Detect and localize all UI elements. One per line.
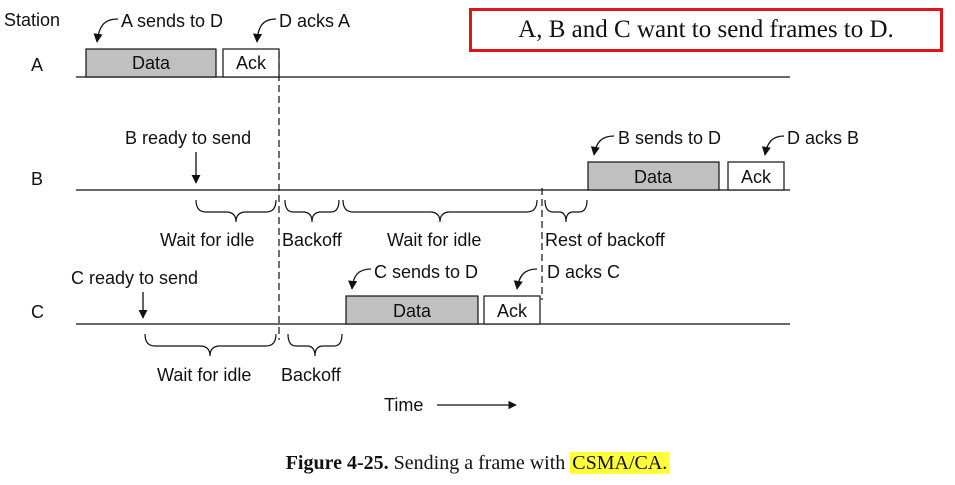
- time-axis-label: Time: [384, 395, 423, 415]
- station-a-ack-label: Ack: [236, 53, 267, 73]
- station-b-ack-label: Ack: [741, 167, 772, 187]
- station-a-data-frame: [85, 48, 217, 78]
- b-backoff-brace: [284, 199, 340, 223]
- d-acks-c-annotation: D acks C: [547, 262, 620, 282]
- c-sends-annotation: C sends to D: [374, 262, 478, 282]
- station-c-ack-frame: [483, 295, 541, 325]
- d-acks-a-annotation: D acks A: [279, 11, 350, 31]
- scenario-note-box: A, B and C want to send frames to D.: [469, 8, 943, 52]
- caption-text: Sending a frame with: [393, 452, 566, 474]
- station-c-label: C: [31, 302, 44, 322]
- figure-caption: Figure 4-25. Sending a frame with CSMA/C…: [0, 452, 955, 475]
- station-column-label: Station: [4, 10, 60, 30]
- d-acks-b-arrow: [761, 135, 785, 156]
- d-acks-c-arrow: [513, 268, 538, 290]
- b-wait-brace: [195, 199, 277, 223]
- caption-highlight: CSMA/CA.: [570, 452, 670, 474]
- figure-number: Figure 4-25.: [285, 452, 389, 474]
- station-a-ack-frame: [222, 48, 280, 78]
- b-rest-brace: [544, 199, 588, 223]
- c-wait-brace: [144, 333, 277, 357]
- d-acks-b-annotation: D acks B: [787, 128, 859, 148]
- c-backoff-label: Backoff: [281, 365, 342, 385]
- c-backoff-brace: [287, 333, 343, 357]
- station-a-label: A: [31, 55, 43, 75]
- a-sends-arrow: [93, 18, 119, 43]
- b-wait2-brace: [342, 199, 538, 223]
- d-acks-a-arrow: [252, 18, 277, 43]
- b-backoff-label: Backoff: [282, 230, 343, 250]
- scenario-note-text: A, B and C want to send frames to D.: [518, 16, 894, 43]
- b-rest-label: Rest of backoff: [545, 230, 666, 250]
- station-c-data-frame: [345, 295, 479, 325]
- b-sends-arrow: [590, 135, 615, 156]
- b-ready-annotation: B ready to send: [125, 128, 251, 148]
- station-c-data-label: Data: [393, 301, 432, 321]
- c-wait-label: Wait for idle: [157, 365, 251, 385]
- b-wait-label: Wait for idle: [160, 230, 254, 250]
- a-sends-annotation: A sends to D: [121, 11, 223, 31]
- csma-ca-timing-diagram: Station A B C Data Ack Data Ack Data Ack…: [4, 10, 859, 415]
- station-b-ack-frame: [727, 161, 785, 191]
- station-b-data-label: Data: [634, 167, 673, 187]
- c-sends-arrow: [348, 268, 372, 290]
- station-b-label: B: [31, 169, 43, 189]
- station-a-data-label: Data: [132, 53, 171, 73]
- b-sends-annotation: B sends to D: [618, 128, 721, 148]
- b-wait2-label: Wait for idle: [387, 230, 481, 250]
- station-b-data-frame: [587, 161, 720, 191]
- c-ready-annotation: C ready to send: [71, 268, 198, 288]
- station-c-ack-label: Ack: [497, 301, 528, 321]
